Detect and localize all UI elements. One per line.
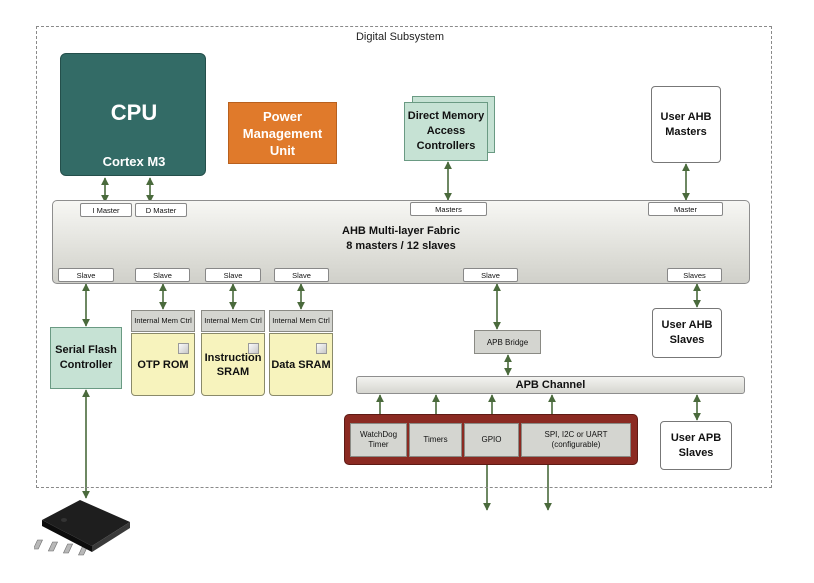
port-slave-otp: Slave	[135, 268, 190, 282]
flash-chip-icon	[34, 500, 130, 556]
port-i-master: I Master	[80, 203, 132, 217]
port-user-master: Master	[648, 202, 723, 216]
port-slave-apb: Slave	[463, 268, 518, 282]
apb-bridge: APB Bridge	[474, 330, 541, 354]
memory-cube-icon	[178, 343, 189, 354]
fabric-title: AHB Multi-layer Fabric	[342, 225, 460, 237]
spi-i2c-uart: SPI, I2C or UART (configurable)	[521, 423, 631, 457]
apb-channel: APB Channel	[356, 376, 745, 394]
watchdog-timer: WatchDog Timer	[350, 423, 407, 457]
fabric-subtitle: 8 masters / 12 slaves	[346, 240, 456, 252]
serial-flash-controller: Serial Flash Controller	[50, 327, 122, 389]
power-management-unit: Power Management Unit	[228, 102, 337, 164]
otp-mem-ctrl: Internal Mem Ctrl	[131, 310, 195, 332]
digital-subsystem-boundary	[36, 26, 772, 488]
port-slave-data: Slave	[274, 268, 329, 282]
subsystem-title: Digital Subsystem	[355, 31, 445, 43]
instr-mem-ctrl: Internal Mem Ctrl	[201, 310, 265, 332]
port-dma-masters: Masters	[410, 202, 487, 216]
timers: Timers	[409, 423, 462, 457]
gpio: GPIO	[464, 423, 519, 457]
data-mem-ctrl: Internal Mem Ctrl	[269, 310, 333, 332]
user-ahb-slaves: User AHB Slaves	[652, 308, 722, 358]
port-d-master: D Master	[135, 203, 187, 217]
cpu-block: CPU Cortex M3	[60, 53, 206, 176]
user-apb-slaves: User APB Slaves	[660, 421, 732, 470]
port-slave-instr: Slave	[205, 268, 261, 282]
cpu-label: CPU	[110, 100, 158, 125]
port-slaves-user: Slaves	[667, 268, 722, 282]
dma-controllers: Direct Memory Access Controllers	[404, 102, 488, 161]
cpu-core-label: Cortex M3	[102, 154, 166, 169]
memory-cube-icon	[316, 343, 327, 354]
port-slave-flash: Slave	[58, 268, 114, 282]
user-ahb-masters: User AHB Masters	[651, 86, 721, 163]
memory-cube-icon	[248, 343, 259, 354]
